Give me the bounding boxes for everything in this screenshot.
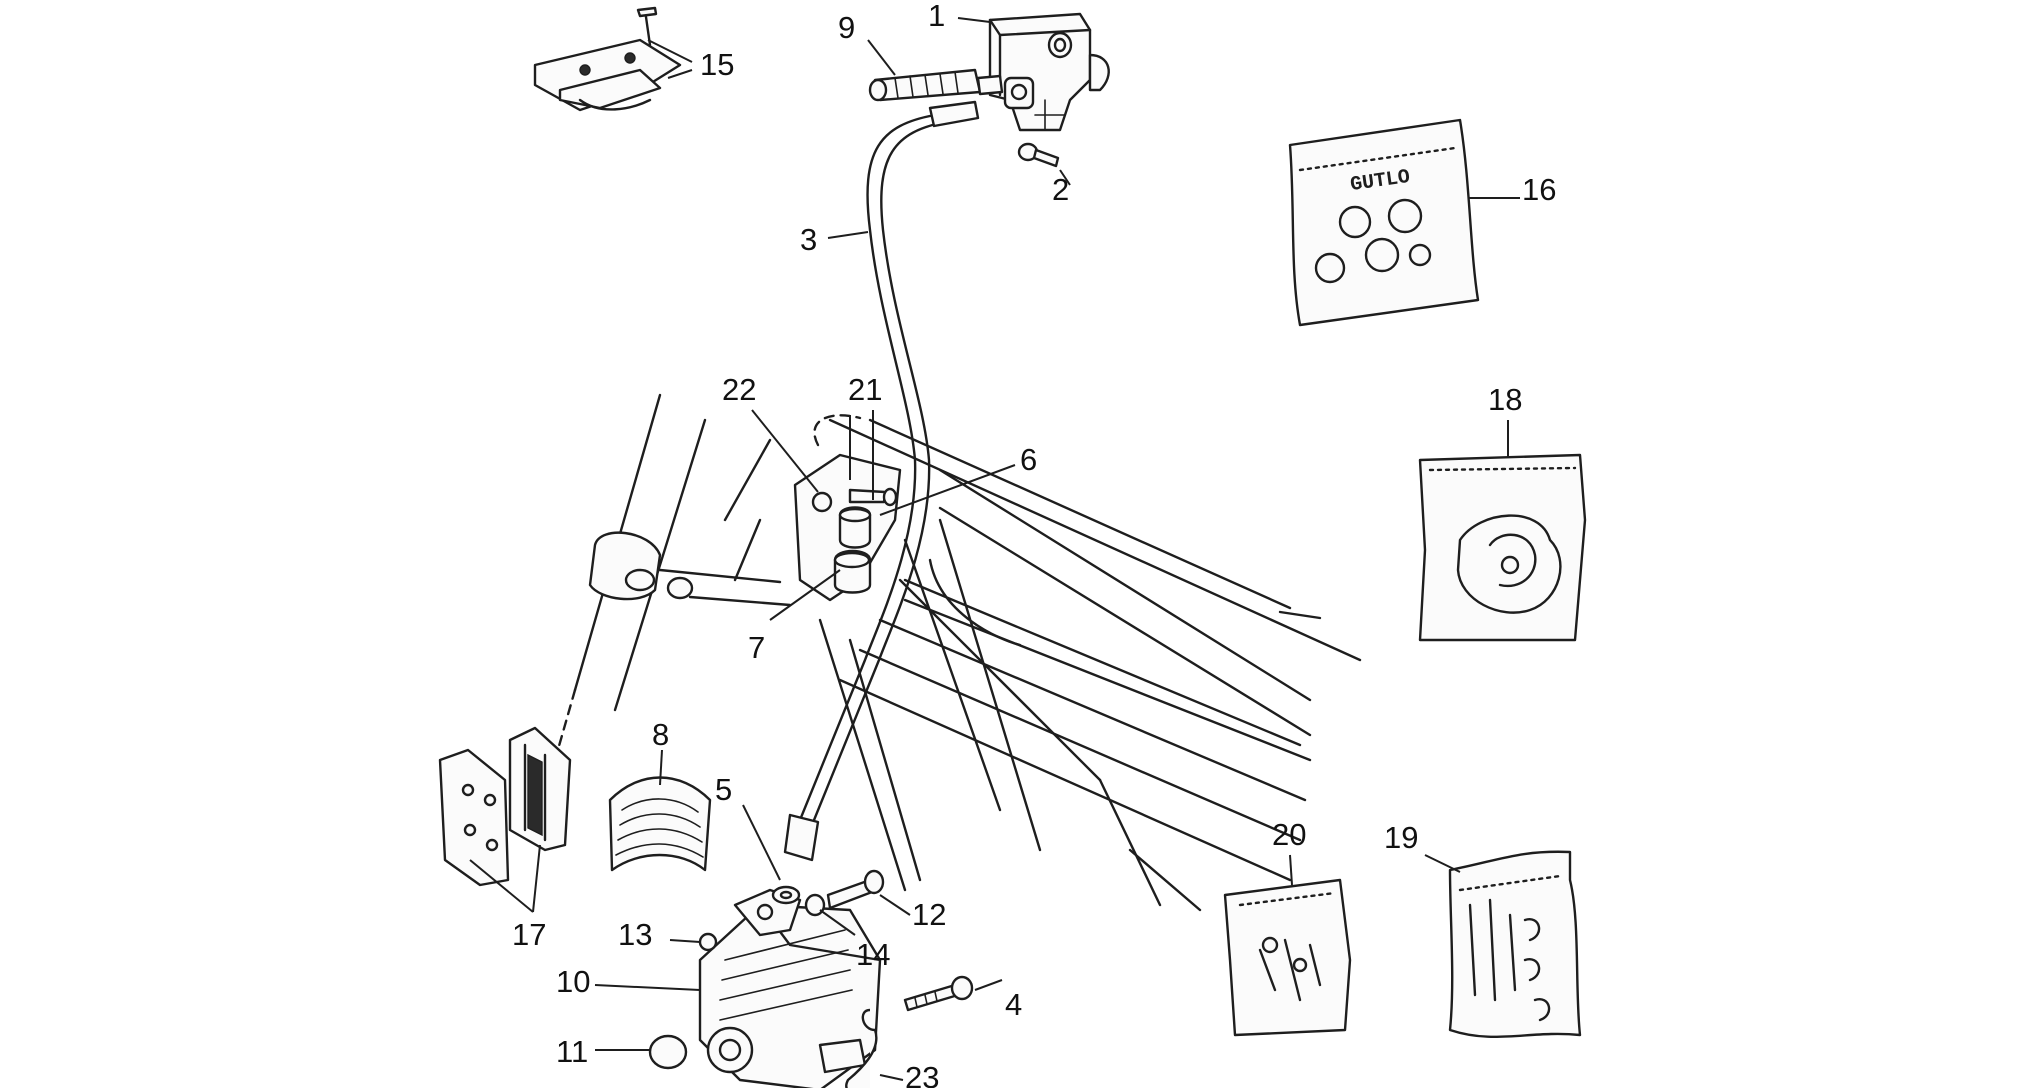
- callout-4: 4: [1005, 987, 1022, 1022]
- brake-caliper: [698, 888, 882, 1088]
- callout-9: 9: [838, 10, 855, 45]
- master-cylinder: [988, 12, 1110, 132]
- small-parts: [648, 869, 974, 1088]
- callout-2: 2: [1052, 172, 1069, 207]
- hose-clip-group: [811, 487, 898, 594]
- callout-16: 16: [1522, 172, 1556, 207]
- callout-14: 14: [856, 937, 890, 972]
- callout-13: 13: [618, 917, 652, 952]
- callout-11: 11: [556, 1034, 588, 1069]
- callout-21: 21: [848, 372, 882, 407]
- kit-bag-19: [1448, 850, 1582, 1039]
- kit-bag-20: [1223, 878, 1352, 1037]
- pad-spring: [608, 776, 712, 872]
- callout-15: 15: [700, 47, 734, 82]
- callout-5: 5: [715, 772, 732, 807]
- callout-18: 18: [1488, 382, 1522, 417]
- callout-23: 23: [905, 1060, 939, 1088]
- screw-2: [1017, 142, 1060, 168]
- callout-19: 19: [1384, 820, 1418, 855]
- callout-3: 3: [800, 222, 817, 257]
- callout-8: 8: [652, 717, 669, 752]
- callout-20: 20: [1272, 817, 1306, 852]
- callout-6: 6: [1020, 442, 1037, 477]
- frame-tubes: [553, 393, 1362, 912]
- brake-hose: [783, 100, 980, 862]
- callout-12: 12: [912, 897, 946, 932]
- kit-bag-18: [1418, 453, 1587, 642]
- kit-bag-16: GUTLO: [1288, 118, 1480, 327]
- callout-22: 22: [722, 372, 756, 407]
- brake-pads: [438, 726, 572, 887]
- callout-1: 1: [928, 0, 945, 33]
- push-rod: [868, 68, 1004, 102]
- reservoir-cover: [533, 6, 682, 112]
- callout-17: 17: [512, 917, 546, 952]
- callout-labels: 1 9 2 3 15 16 18 21 22 6 7 8 5 17 12 13 …: [512, 0, 1556, 1088]
- leader-lines: [469, 17, 1520, 1081]
- callout-10: 10: [556, 964, 590, 999]
- callout-7: 7: [748, 630, 765, 665]
